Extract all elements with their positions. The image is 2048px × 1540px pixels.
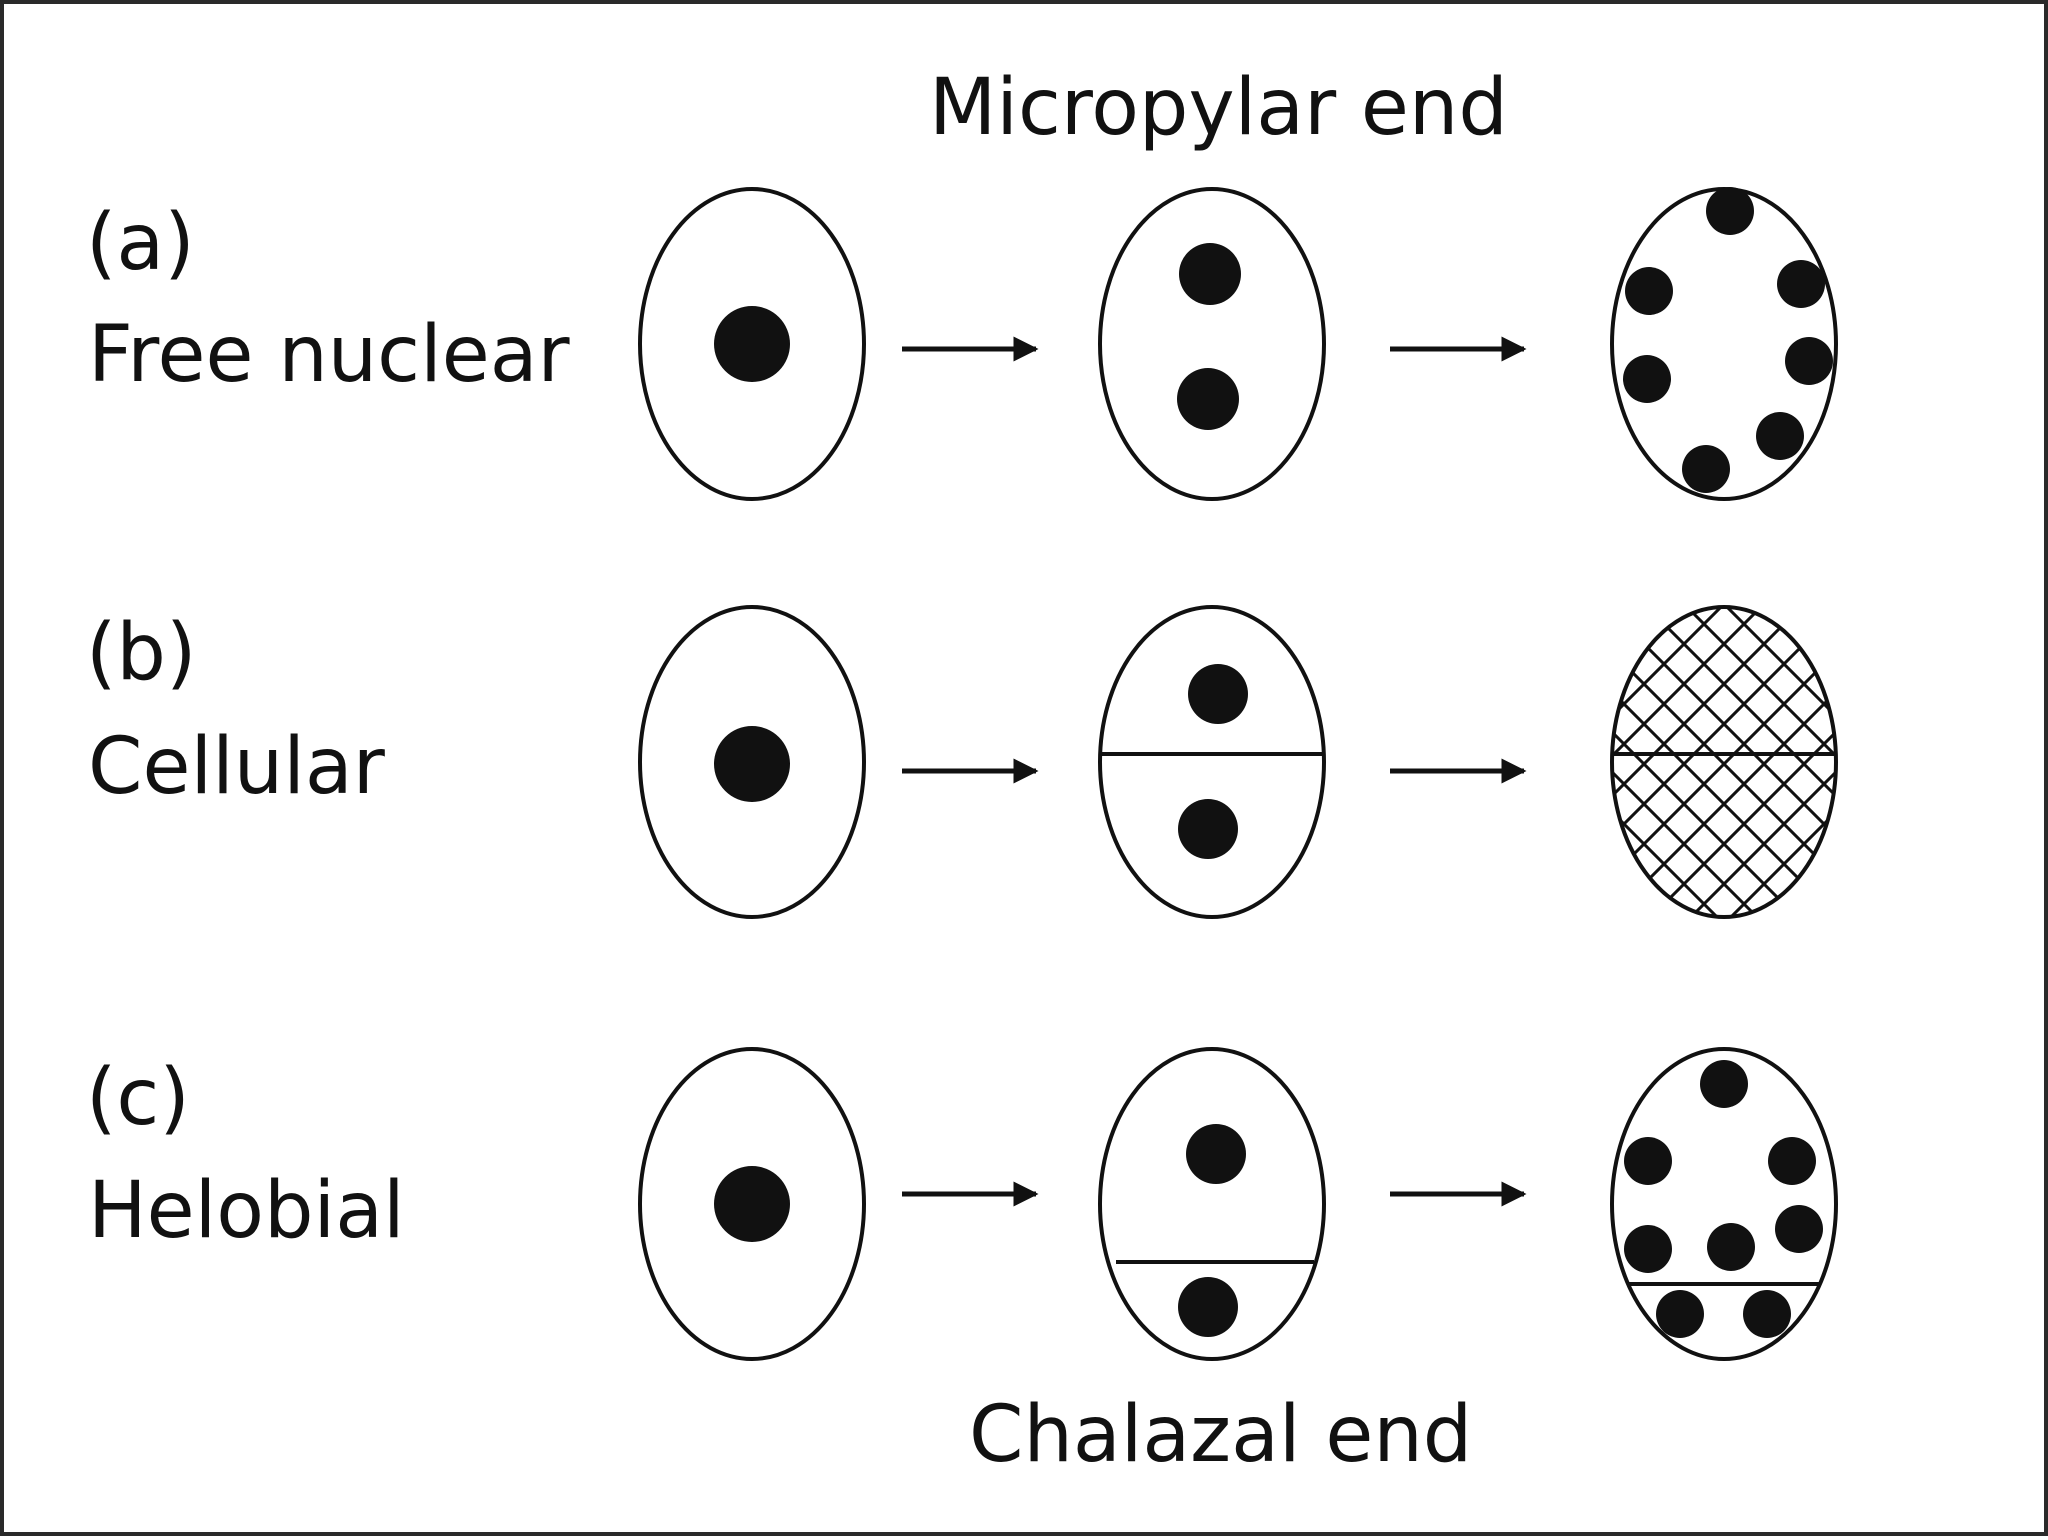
nucleus — [1623, 355, 1671, 403]
nucleus — [1624, 1225, 1672, 1273]
nucleus — [1743, 1290, 1791, 1338]
nucleus — [1656, 1290, 1704, 1338]
cell-outline — [638, 605, 866, 919]
cellular-hatch — [1612, 607, 1836, 917]
micropylar-end-label: Micropylar end — [929, 63, 1508, 153]
row-a-name-free-nuclear: Free nuclear — [88, 310, 570, 400]
row-b-stage-3 — [1610, 605, 1838, 919]
nucleus — [1186, 1124, 1246, 1184]
cell-outline — [638, 1047, 866, 1361]
cell-outline — [1610, 605, 1838, 919]
nucleus — [1188, 664, 1248, 724]
nucleus — [714, 726, 790, 802]
row-b-letter: (b) — [86, 608, 197, 698]
nucleus — [1624, 1137, 1672, 1185]
cell-outline — [1098, 1047, 1326, 1361]
row-c-name-helobial: Helobial — [88, 1166, 405, 1256]
nucleus — [1777, 260, 1825, 308]
nucleus — [1707, 1223, 1755, 1271]
nucleus — [714, 306, 790, 382]
row-c-stage-3 — [1610, 1047, 1838, 1361]
nucleus — [1756, 412, 1804, 460]
nucleus — [1706, 187, 1754, 235]
chalazal-end-label: Chalazal end — [969, 1390, 1473, 1480]
stages-drawing — [638, 187, 1838, 1361]
cell-outline — [1610, 1047, 1838, 1361]
nucleus — [1625, 267, 1673, 315]
nucleus — [1785, 337, 1833, 385]
row-c-stage-2 — [1098, 1047, 1326, 1361]
nucleus — [1177, 368, 1239, 430]
cell-outline — [1098, 187, 1326, 501]
row-a-stage-3 — [1610, 187, 1838, 501]
row-b-stage-2 — [1098, 605, 1326, 919]
nucleus — [1768, 1137, 1816, 1185]
row-a-stage-2 — [1098, 187, 1326, 501]
row-b-stage-1 — [638, 605, 866, 919]
nucleus — [1178, 799, 1238, 859]
nucleus — [1775, 1205, 1823, 1253]
row-c-stage-1 — [638, 1047, 866, 1361]
cell-outline — [638, 187, 866, 501]
row-b-name-cellular: Cellular — [88, 722, 385, 812]
row-a-stage-1 — [638, 187, 866, 501]
nucleus — [1179, 243, 1241, 305]
row-c-letter: (c) — [86, 1053, 190, 1143]
nucleus — [714, 1166, 790, 1242]
row-a-letter: (a) — [86, 198, 195, 288]
nucleus — [1700, 1060, 1748, 1108]
nucleus — [1178, 1277, 1238, 1337]
nucleus — [1682, 445, 1730, 493]
cell-outline — [1098, 605, 1326, 919]
